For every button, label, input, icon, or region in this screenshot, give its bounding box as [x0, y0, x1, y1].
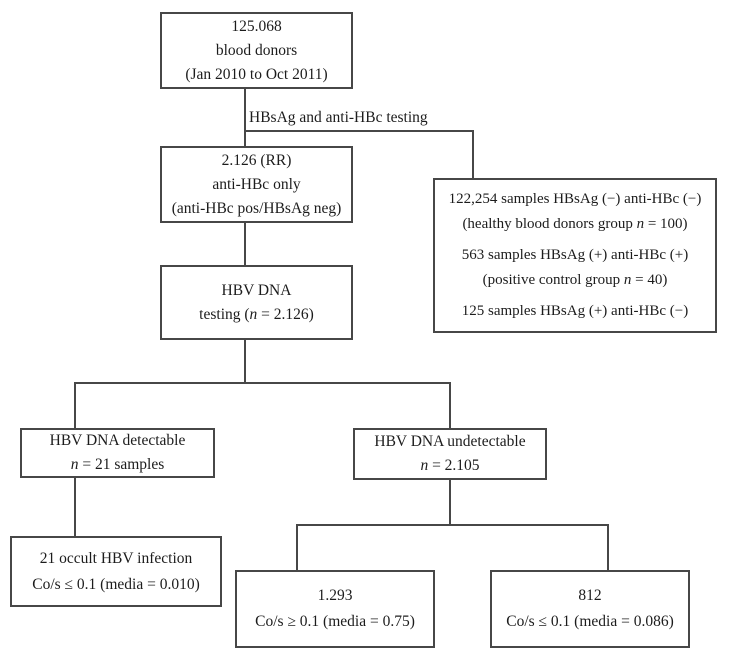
connector-to-detectable: [74, 382, 76, 428]
node-hbv-dna-undetectable: HBV DNA undetectable n = 2.105: [353, 428, 547, 480]
connector-cos-branch: [296, 524, 609, 526]
edge-label-hbsag-antihbc-testing: HBsAg and anti-HBc testing: [249, 109, 428, 126]
connector-to-undetectable: [449, 382, 451, 428]
text-line: testing (n = 2.126): [199, 305, 314, 323]
node-anti-hbc-only: 2.126 (RR) anti-HBc only (anti-HBc pos/HBs…: [160, 146, 353, 223]
text-line: Co/s ≤ 0.1 (media = 0.086): [506, 613, 674, 630]
text-line: Co/s ≥ 0.1 (media = 0.75): [255, 613, 415, 630]
connector-testing-down: [244, 340, 246, 383]
text-line: 2.126 (RR): [221, 151, 292, 169]
text-line: anti-HBc only: [212, 175, 301, 193]
text-line: n = 2.105: [420, 457, 480, 474]
text-line: HBV DNA detectable: [49, 432, 186, 449]
node-hbv-dna-testing: HBV DNA testing (n = 2.126): [160, 265, 353, 340]
text-line: 122,254 samples HBsAg (−) anti-HBc (−): [448, 191, 702, 207]
text-line: 1.293: [317, 587, 353, 604]
connector-to-comparison-samples: [472, 130, 474, 178]
text-line: (positive control group n = 40): [482, 272, 668, 288]
connector-testing-branch: [244, 130, 474, 132]
node-comparison-samples: 122,254 samples HBsAg (−) anti-HBc (−) (h…: [433, 178, 717, 333]
connector-dna-result-branch: [74, 382, 451, 384]
text-line: 812: [578, 587, 602, 604]
connector-to-cos-le: [607, 524, 609, 570]
text-line: (Jan 2010 to Oct 2011): [185, 65, 328, 83]
node-hbv-dna-detectable: HBV DNA detectable n = 21 samples: [20, 428, 215, 478]
text-line: n = 21 samples: [70, 456, 165, 473]
connector-donors-down: [244, 89, 246, 146]
connector-antihbc-to-testing: [244, 223, 246, 265]
text-line: 563 samples HBsAg (+) anti-HBc (+): [461, 247, 689, 263]
text-line: Co/s ≤ 0.1 (media = 0.010): [32, 575, 200, 593]
text-line: 125 samples HBsAg (+) anti-HBc (−): [461, 303, 689, 319]
text-line: HBV DNA: [221, 281, 292, 299]
node-blood-donors: 125.068 blood donors (Jan 2010 to Oct 2011…: [160, 12, 353, 89]
connector-detectable-to-occult: [74, 478, 76, 536]
connector-undetectable-down: [449, 480, 451, 525]
text-line: (anti-HBc pos/HBsAg neg): [171, 199, 342, 217]
text-line: HBV DNA undetectable: [374, 433, 526, 450]
text-line: 21 occult HBV infection: [39, 549, 193, 567]
connector-to-cos-ge: [296, 524, 298, 570]
text-line: blood donors: [215, 41, 298, 59]
text-line: (healthy blood donors group n = 100): [462, 216, 688, 232]
text-line: 125.068: [231, 17, 282, 35]
